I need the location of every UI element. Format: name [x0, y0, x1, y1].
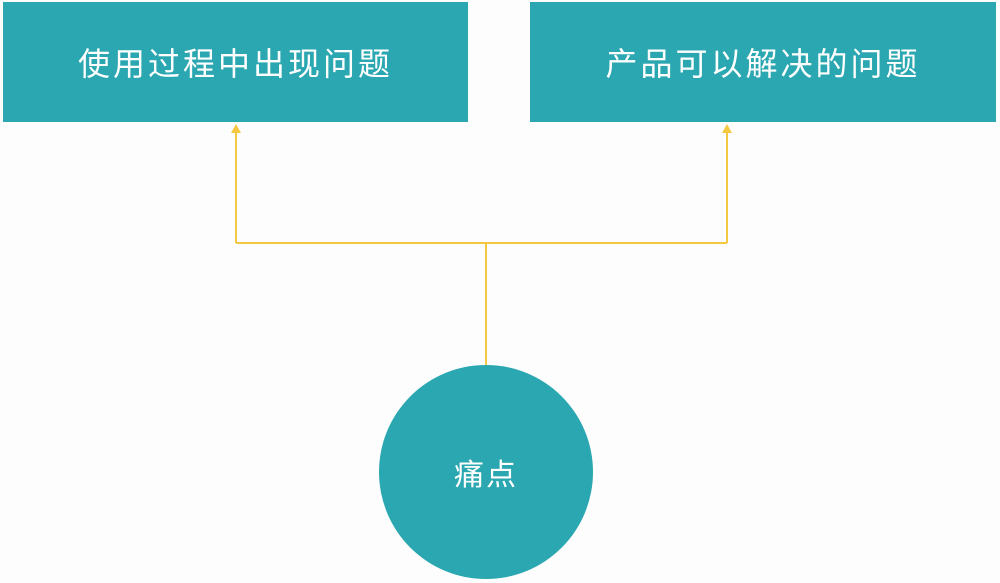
box-product-solvable-problems: 产品可以解决的问题 [530, 2, 996, 122]
pain-point-label: 痛点 [454, 458, 518, 493]
pain-point-node: 痛点 [379, 365, 593, 579]
box-usage-problems: 使用过程中出现问题 [3, 2, 468, 122]
box-usage-problems-label: 使用过程中出现问题 [77, 45, 393, 83]
box-product-solvable-problems-label: 产品可以解决的问题 [605, 45, 921, 83]
arrowhead-left [231, 124, 241, 133]
arrowhead-right [722, 124, 732, 133]
